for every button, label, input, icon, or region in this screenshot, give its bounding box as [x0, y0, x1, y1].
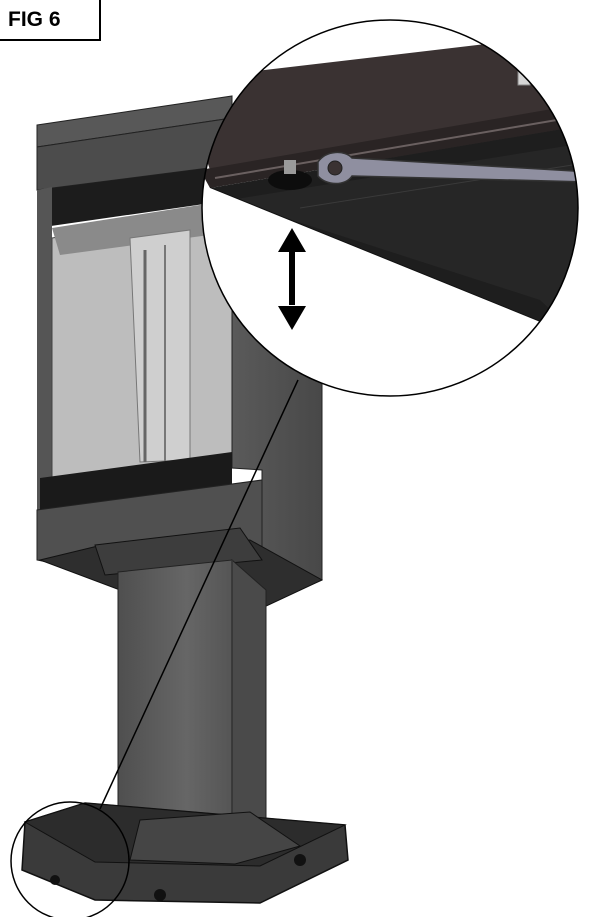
detail-callout	[10, 379, 299, 917]
base-plate	[21, 802, 349, 904]
spanner-icon	[317, 151, 578, 185]
pedestal-column	[117, 558, 267, 831]
detail-source-circle	[10, 801, 130, 917]
figure-label: FIG 6	[0, 0, 101, 41]
leader-line	[99, 379, 299, 810]
double-arrow-icon	[278, 228, 306, 330]
